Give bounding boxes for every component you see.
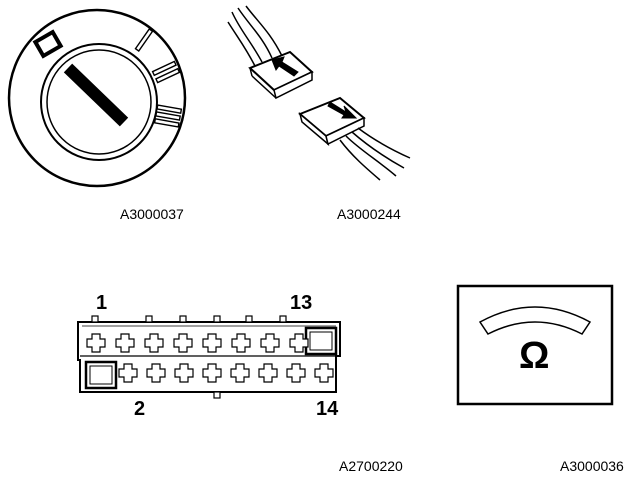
ohmmeter-code: A3000036 [560,458,624,474]
connector-pinout-drawing [77,315,341,399]
pin-cavity-8 [289,333,309,353]
pin-cavity-16 [314,363,334,383]
lower-connector-housing [298,96,366,147]
pin-cavity-15 [286,363,306,383]
pin-cavity-4 [173,333,193,353]
pin-cavity-9 [118,363,138,383]
pin-cavity-13 [230,363,250,383]
ignition-switch-code: A3000037 [120,206,184,222]
ohm-symbol: Ω [519,335,550,377]
pin-cavity-2 [115,333,135,353]
pin-label-2: 2 [134,398,146,420]
position-1-mark [134,28,154,52]
pin-cavity-14 [258,363,278,383]
meter-scale-arc [478,306,592,335]
position-3-mark [153,104,183,128]
pin-label-1: 1 [96,292,108,314]
pin-cavity-3 [144,333,164,353]
position-2-mark [151,60,181,84]
pin-cavity-10 [146,363,166,383]
pin-label-13: 13 [290,292,313,314]
upper-connector-housing [248,50,314,100]
pin-cavity-6 [231,333,251,353]
wire-connector-code: A3000244 [337,206,401,222]
position-0-mark [32,29,64,59]
connector-pinout-code: A2700220 [339,458,403,474]
insert-arrow-down-icon [327,101,358,119]
ignition-switch-drawing [7,8,187,188]
pin-cavity-7 [260,333,280,353]
pin-label-14: 14 [316,398,339,420]
pin-cavity-5 [202,333,222,353]
pin-cavities [86,333,334,383]
ohmmeter-drawing [456,284,614,406]
pin-cavity-1 [86,333,106,353]
insert-arrow-up-icon [271,56,299,77]
pin-cavity-11 [174,363,194,383]
pin-cavity-12 [202,363,222,383]
wire-connector-drawing [227,5,411,181]
